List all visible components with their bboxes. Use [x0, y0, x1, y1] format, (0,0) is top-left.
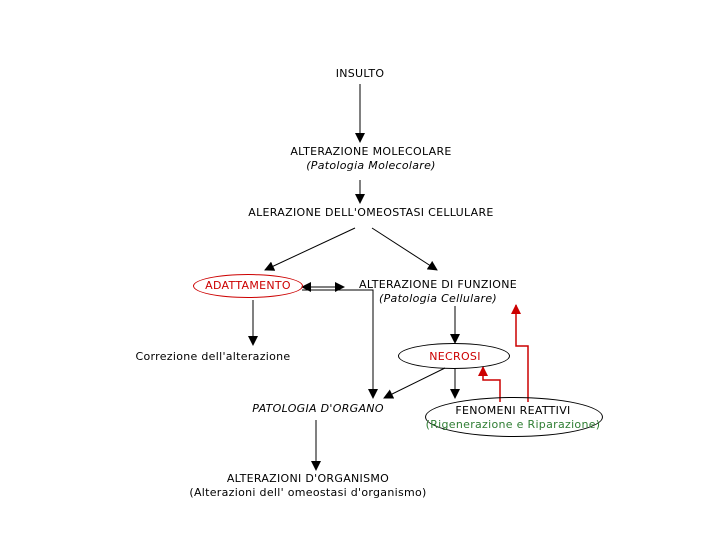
- node-patologia-organo: PATOLOGIA D'ORGANO: [252, 402, 384, 416]
- node-necrosi: NECROSI: [429, 350, 481, 364]
- insulto-label: INSULTO: [335, 67, 385, 80]
- adattamento-ellipse: [193, 274, 303, 298]
- fenomeni-label: FENOMENI REATTIVI: [455, 404, 571, 417]
- red-arrow-fenomeni-necrosi: [478, 366, 501, 402]
- fenomeni-sub: (Rigenerazione e Riparazione): [425, 418, 601, 431]
- node-insulto: INSULTO: [336, 67, 385, 81]
- node-correzione: Correzione dell'alterazione: [135, 350, 290, 364]
- organismo-label: ALTERAZIONI D'ORGANISMO: [226, 472, 390, 485]
- node-fenomeni: FENOMENI REATTIVI (Rigenerazione e Ripar…: [426, 404, 601, 432]
- necrosi-ellipse: [398, 343, 510, 369]
- alterazione-funzione-label: ALTERAZIONE DI FUNZIONE: [359, 278, 517, 291]
- omeostasi-label: ALERAZIONE DELL'OMEOSTASI CELLULARE: [248, 206, 494, 219]
- arrow-necrosi-organo: [383, 367, 446, 399]
- node-adattamento: ADATTAMENTO: [205, 279, 291, 293]
- node-organismo: ALTERAZIONI D'ORGANISMO (Alterazioni del…: [189, 472, 426, 500]
- organismo-sub: (Alterazioni dell' omeostasi d'organismo…: [189, 486, 427, 499]
- alterazione-molecolare-label: ALTERAZIONE MOLECOLARE: [290, 145, 452, 158]
- arrow-adattamento-organo: [302, 289, 378, 399]
- node-alterazione-funzione: ALTERAZIONE DI FUNZIONE (Patologia Cellu…: [359, 278, 517, 306]
- fenomeni-ellipse: [425, 397, 603, 437]
- patologia-organo-label: PATOLOGIA D'ORGANO: [252, 402, 384, 415]
- alterazione-molecolare-sub: (Patologia Molecolare): [306, 159, 436, 172]
- necrosi-label: NECROSI: [429, 350, 481, 363]
- arrow-omeostasi-funzione: [371, 227, 438, 271]
- red-arrow-fenomeni-funzione: [511, 304, 529, 402]
- adattamento-label: ADATTAMENTO: [205, 279, 291, 292]
- node-omeostasi: ALERAZIONE DELL'OMEOSTASI CELLULARE: [248, 206, 493, 220]
- alterazione-funzione-sub: (Patologia Cellulare): [379, 292, 497, 305]
- node-alterazione-molecolare: ALTERAZIONE MOLECOLARE (Patologia Moleco…: [290, 145, 451, 173]
- correzione-label: Correzione dell'alterazione: [135, 350, 291, 363]
- arrow-omeostasi-adattamento: [264, 227, 356, 271]
